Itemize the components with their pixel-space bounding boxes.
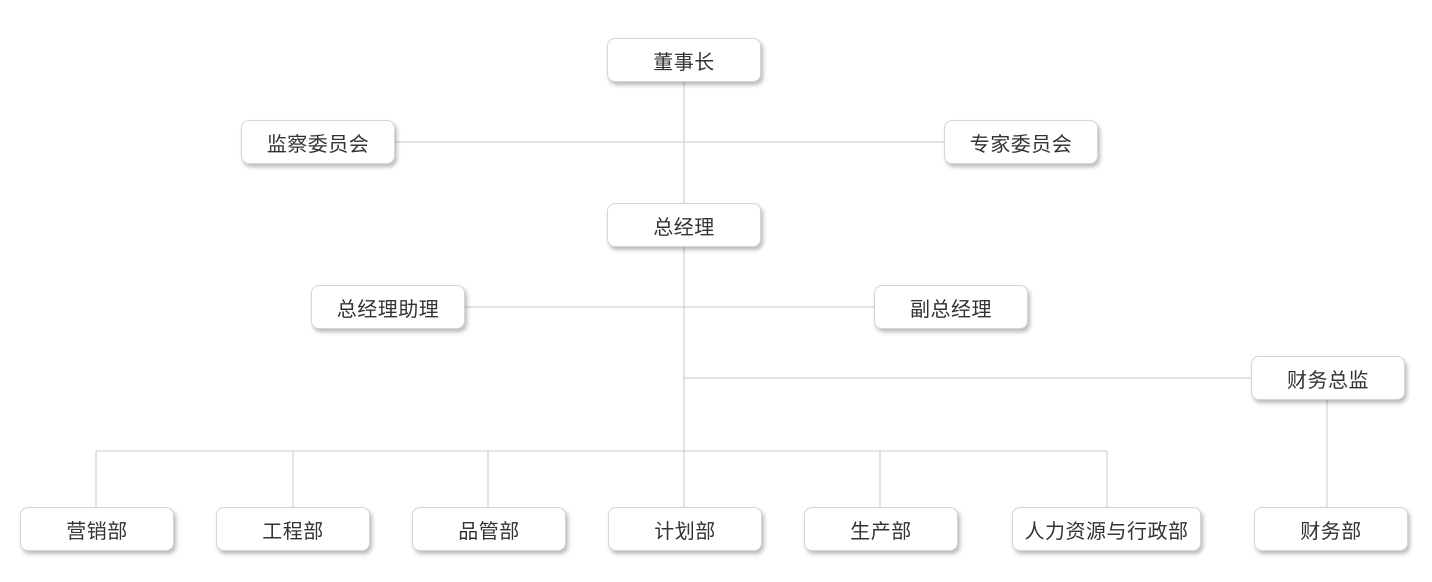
expert-committee-node: 专家委员会 (944, 120, 1098, 164)
finance-director-node: 财务总监 (1251, 356, 1405, 400)
engineering-dept-node: 工程部 (216, 507, 370, 551)
supervisory-committee-node: 监察委员会 (241, 120, 395, 164)
production-dept-node: 生产部 (804, 507, 958, 551)
hr-admin-dept-node: 人力资源与行政部 (1012, 507, 1201, 551)
gm-assistant-node: 总经理助理 (311, 285, 465, 329)
planning-dept-node: 计划部 (608, 507, 762, 551)
finance-dept-node: 财务部 (1254, 507, 1408, 551)
marketing-dept-node: 营销部 (20, 507, 174, 551)
chairman-node: 董事长 (607, 38, 761, 82)
quality-dept-node: 品管部 (412, 507, 566, 551)
deputy-gm-node: 副总经理 (874, 285, 1028, 329)
general-manager-node: 总经理 (607, 203, 761, 247)
